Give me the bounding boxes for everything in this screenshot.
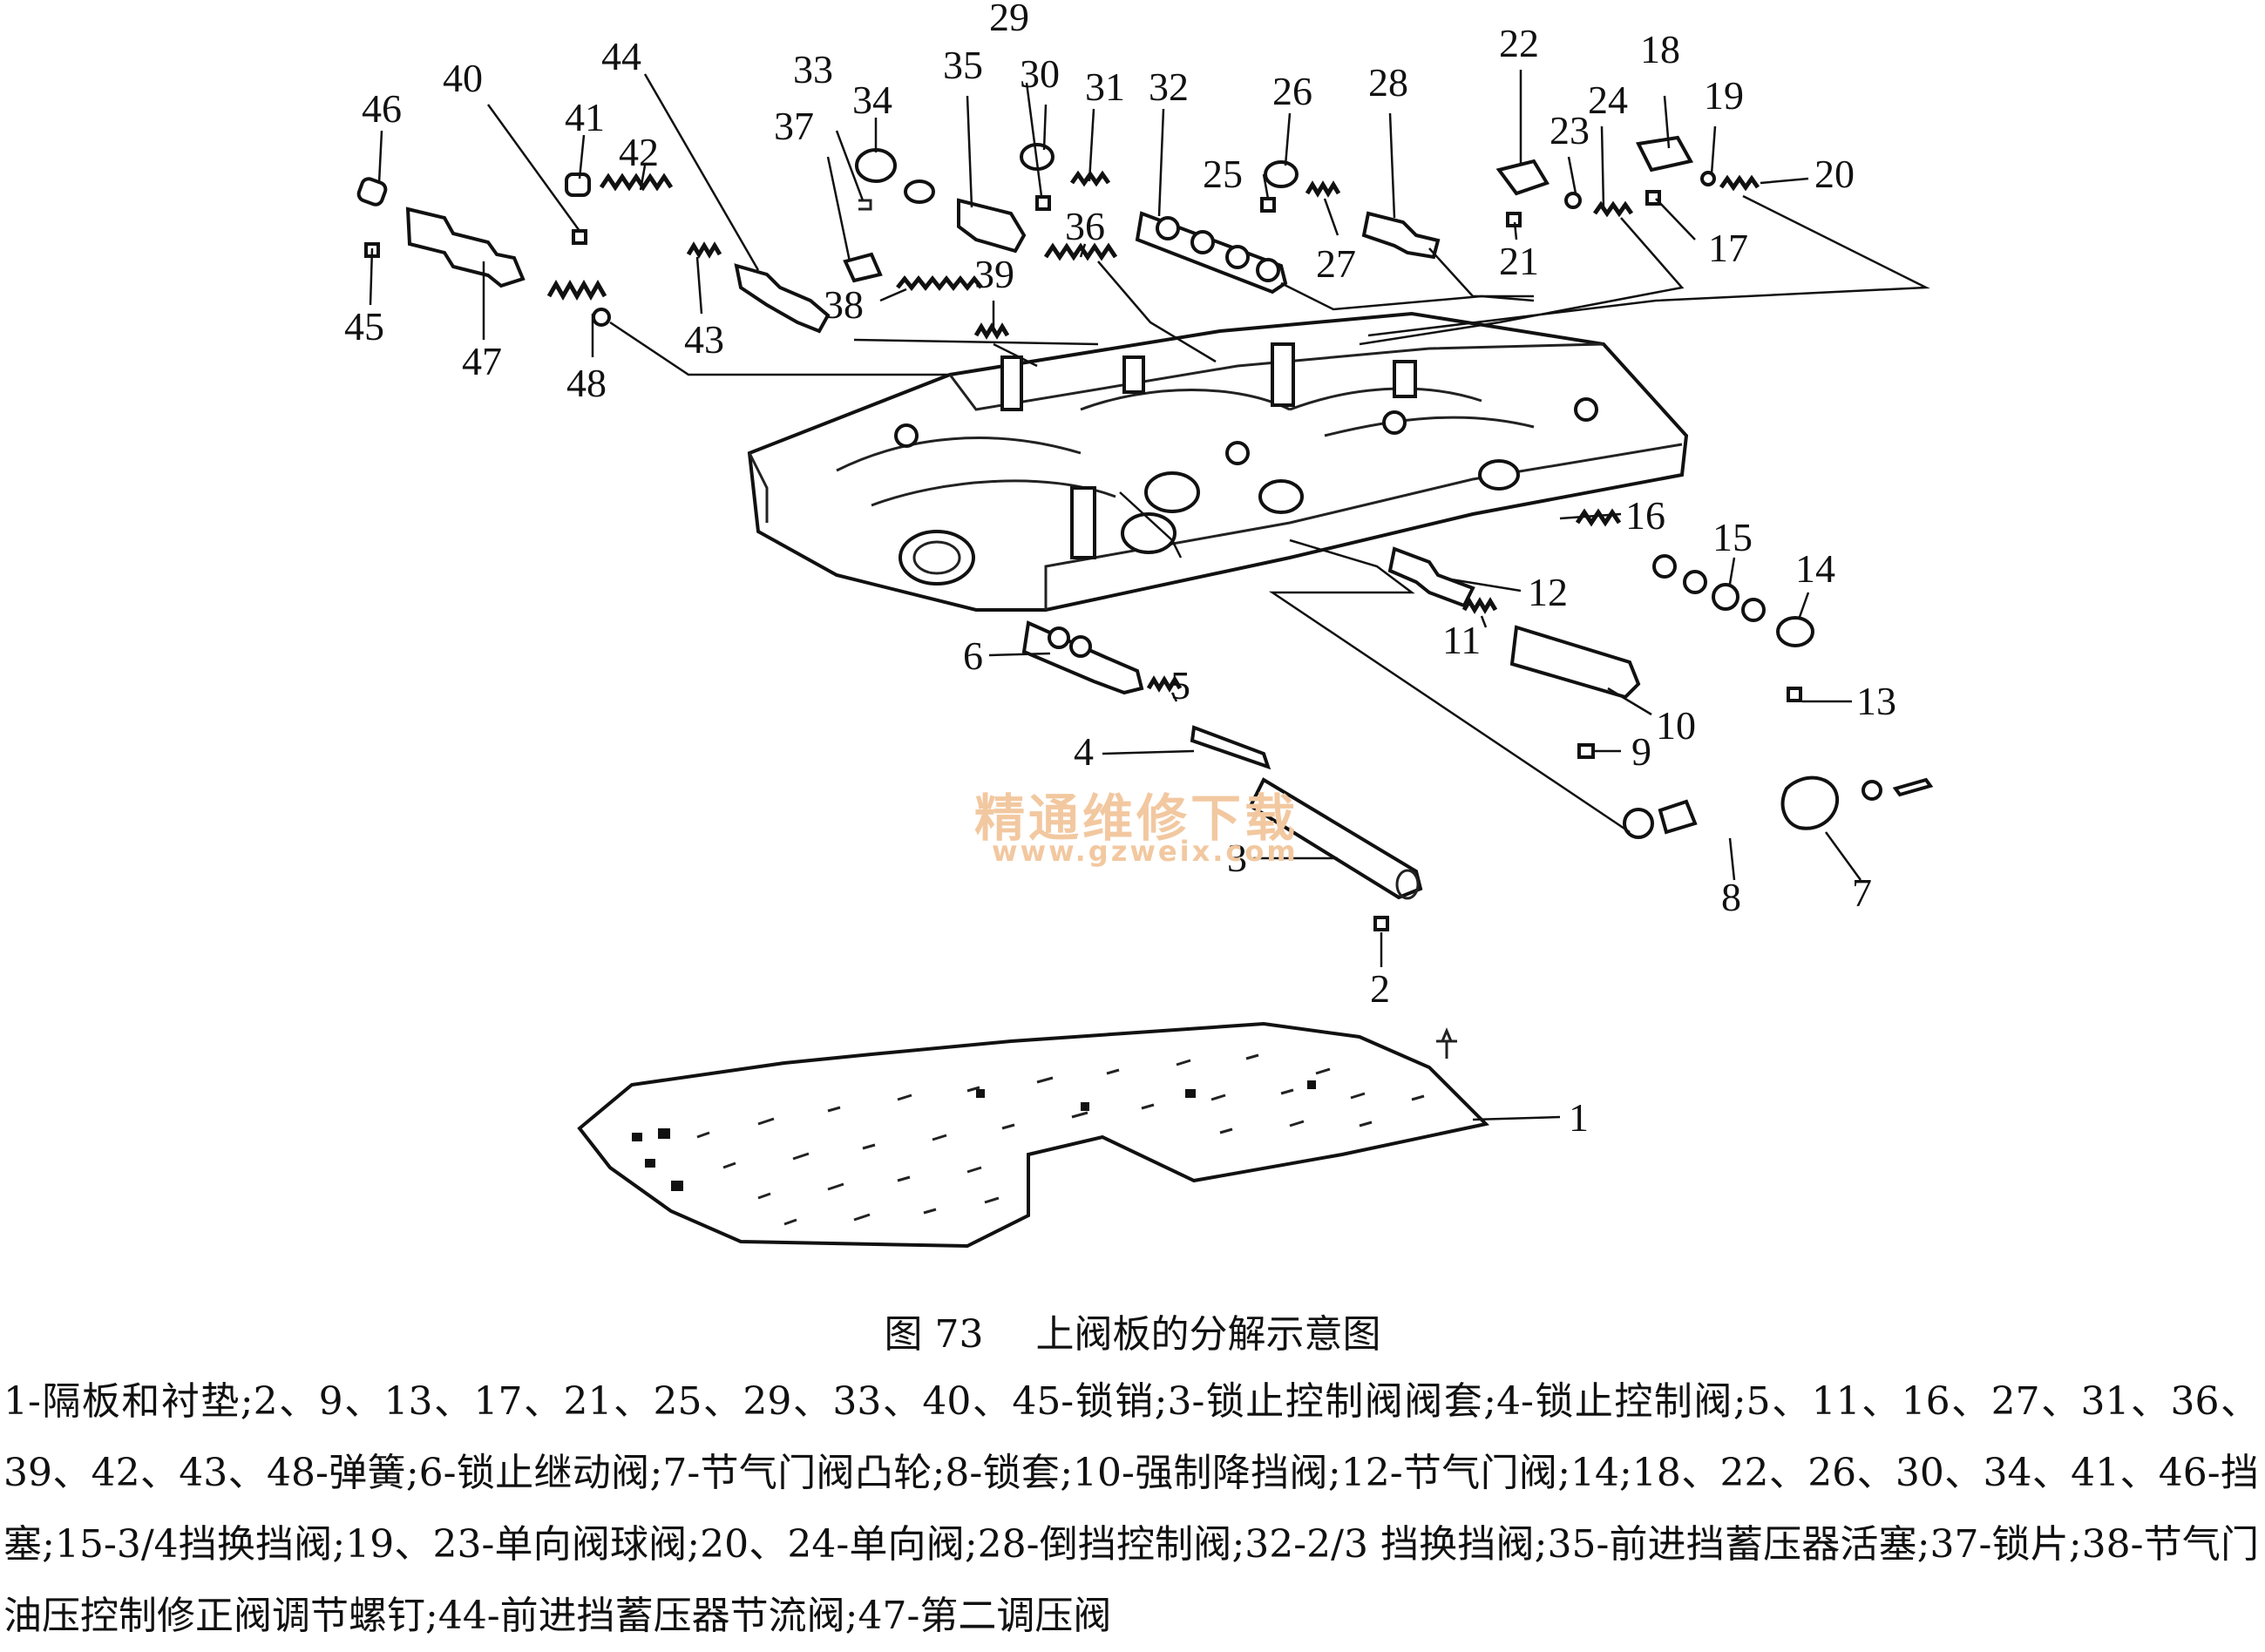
callout-24: 24 (1588, 78, 1628, 122)
callout-47: 47 (462, 339, 502, 383)
callout-10: 10 (1656, 703, 1696, 748)
callout-19: 19 (1704, 73, 1744, 118)
callout-20: 20 (1814, 152, 1855, 196)
callout-46: 46 (362, 86, 402, 131)
callout-45: 45 (344, 304, 384, 349)
right-side-components (1387, 508, 1934, 839)
callout-labels: 1 2 3 4 5 6 7 8 9 10 11 12 13 14 15 16 1… (344, 0, 1896, 1140)
callout-40: 40 (443, 56, 483, 100)
figure-title: 上阀板的分解示意图 (1035, 1312, 1381, 1357)
top-row-components (356, 135, 1760, 340)
watermark-url: www.gzweix.com (992, 835, 1299, 868)
callout-27: 27 (1316, 241, 1356, 286)
callout-7: 7 (1852, 870, 1872, 915)
callout-4: 4 (1074, 729, 1094, 774)
callout-14: 14 (1795, 546, 1835, 591)
callout-22: 22 (1499, 21, 1539, 65)
callout-44: 44 (601, 34, 641, 78)
callout-39: 39 (974, 252, 1014, 296)
parts-legend: 1-隔板和衬垫;2、9、13、17、21、25、29、33、40、45-锁销;3… (3, 1379, 2259, 1638)
callout-34: 34 (852, 78, 892, 122)
callout-31: 31 (1085, 64, 1125, 109)
callout-26: 26 (1272, 69, 1312, 113)
callout-28: 28 (1368, 60, 1408, 105)
callout-41: 41 (565, 95, 605, 139)
callout-2: 2 (1370, 966, 1390, 1011)
callout-12: 12 (1528, 570, 1568, 614)
separator-plate (577, 1021, 1490, 1249)
figure-caption: 图 73 上阀板的分解示意图 (0, 1303, 2265, 1358)
callout-25: 25 (1203, 152, 1243, 196)
callout-21: 21 (1499, 239, 1539, 283)
figure-number: 图 73 (884, 1312, 984, 1357)
callout-35: 35 (943, 43, 983, 87)
callout-23: 23 (1550, 108, 1590, 152)
callout-13: 13 (1856, 679, 1896, 723)
valve-body (747, 311, 1689, 612)
callout-37: 37 (774, 104, 814, 148)
callout-11: 11 (1442, 618, 1481, 662)
callout-8: 8 (1721, 875, 1741, 919)
exploded-view-diagram: 1 2 3 4 5 6 7 8 9 10 11 12 13 14 15 16 1… (344, 0, 1934, 1249)
callout-36: 36 (1065, 204, 1105, 248)
callout-15: 15 (1712, 515, 1753, 559)
leader-lines (369, 70, 1930, 1121)
callout-33: 33 (793, 47, 833, 91)
callout-17: 17 (1708, 226, 1748, 270)
watermark-text: 精通维修下载 (974, 789, 1299, 848)
callout-48: 48 (566, 361, 607, 405)
callout-42: 42 (619, 130, 659, 174)
callout-1: 1 (1569, 1095, 1589, 1140)
callout-18: 18 (1640, 27, 1680, 71)
callout-16: 16 (1625, 493, 1665, 538)
callout-43: 43 (684, 317, 724, 362)
callout-32: 32 (1149, 64, 1189, 109)
callout-5: 5 (1170, 663, 1190, 708)
callout-38: 38 (824, 282, 864, 327)
callout-6: 6 (963, 633, 983, 678)
callout-3: 3 (1227, 836, 1247, 880)
callout-30: 30 (1020, 51, 1060, 96)
callout-9: 9 (1631, 729, 1651, 774)
callout-29: 29 (989, 0, 1029, 39)
lower-components (1021, 620, 1423, 931)
